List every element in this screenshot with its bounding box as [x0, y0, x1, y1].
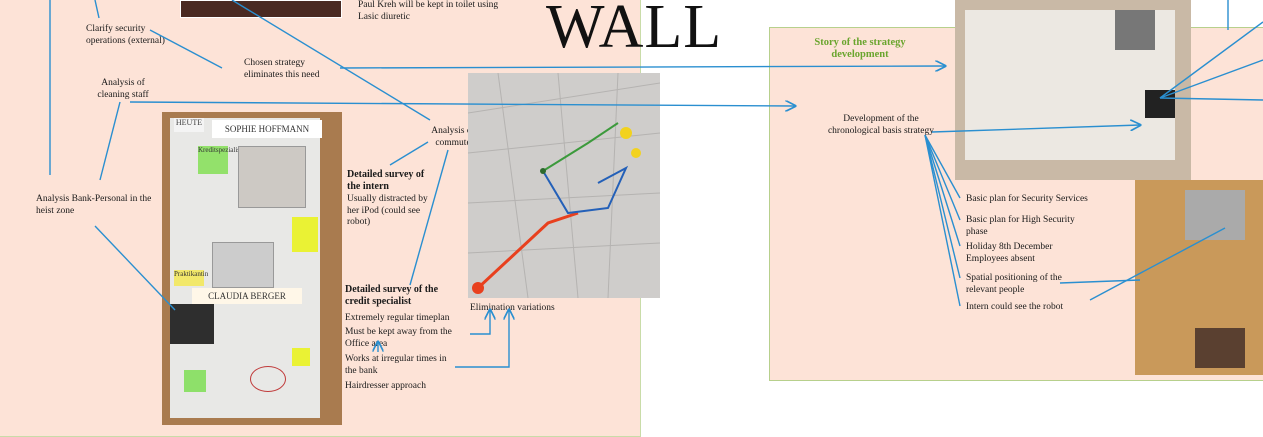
- photo-print: [1115, 10, 1155, 50]
- route-red: [476, 211, 579, 290]
- credit-title: Detailed survey of the credit specialist: [345, 284, 439, 307]
- sticky-note: [184, 370, 206, 392]
- connector: [470, 310, 490, 335]
- connector: [389, 141, 429, 166]
- connector: [339, 66, 945, 68]
- street: [557, 73, 579, 298]
- board-card: SOPHIE HOFFMANN: [212, 120, 322, 138]
- strategy-item: Basic plan for High Security phase: [966, 215, 1075, 237]
- credit-item: Hairdresser approach: [345, 381, 426, 391]
- corkboard-photo: [1135, 180, 1263, 375]
- dev-basis: Development of the chronological basis s…: [827, 114, 935, 136]
- connector: [94, 0, 100, 19]
- credit-item: Must be kept away from the Office area: [345, 327, 452, 349]
- note-chosen: Chosen strategy eliminates this need: [244, 58, 320, 80]
- note-bank: Analysis Bank-Personal in the heist zone: [36, 194, 152, 216]
- board-card: HEUTE: [174, 118, 204, 132]
- strategy-item: Spatial positioning of the relevant peop…: [966, 273, 1062, 295]
- route-blue: [542, 165, 629, 215]
- intern-title: Detailed survey of the intern: [347, 169, 425, 192]
- connector: [455, 310, 509, 368]
- note-commute: Analysis of commute: [431, 126, 475, 148]
- signature-stamp: [250, 366, 286, 392]
- pin: [540, 168, 546, 174]
- note-paul: Paul Kreh will be kept in toilet using L…: [358, 0, 499, 22]
- strategy-item: Basic plan for Security Services: [966, 194, 1088, 204]
- intern-body: Usually distracted by her iPod (could se…: [347, 194, 428, 227]
- connector: [931, 125, 1140, 133]
- credit-item: Extremely regular timeplan: [345, 313, 450, 323]
- map-drawing: [468, 73, 660, 298]
- photo-print: [1185, 190, 1245, 240]
- portrait-photo: [170, 304, 214, 344]
- board-card: Praktikantin: [174, 270, 208, 286]
- connector: [924, 134, 961, 307]
- pin: [620, 127, 632, 139]
- connector: [231, 0, 431, 121]
- map-photo: [468, 73, 660, 298]
- credit-item: Works at irregular times in the bank: [345, 354, 447, 376]
- strategy-item: Intern could see the robot: [966, 302, 1064, 312]
- board-card: CLAUDIA BERGER: [192, 288, 302, 304]
- board-card: Kreditspezialist: [198, 146, 242, 174]
- portrait-photo: [212, 242, 274, 288]
- connector: [924, 134, 961, 247]
- strategy-board-photo: [955, 0, 1191, 180]
- connector: [1159, 59, 1263, 99]
- connector: [409, 149, 449, 286]
- portrait-photo: [238, 146, 306, 208]
- story-title: Story of the strategy development: [814, 37, 906, 60]
- connector: [1089, 227, 1226, 301]
- street: [607, 73, 619, 298]
- street: [468, 242, 660, 254]
- street: [468, 192, 660, 204]
- connector: [1159, 21, 1263, 99]
- street: [497, 73, 529, 298]
- connector: [924, 134, 961, 279]
- photo-print: [1195, 328, 1245, 368]
- connector: [924, 134, 961, 221]
- street: [468, 82, 660, 114]
- note-clarify: Clarify security operations (external): [86, 24, 165, 46]
- strategy-item: Holiday 8th December Employees absent: [966, 242, 1053, 264]
- elimination-label: Elimination variations: [470, 303, 555, 313]
- pin: [472, 282, 484, 294]
- pinboard-photo: HEUTE SOPHIE HOFFMANN Kreditspezialist P…: [162, 112, 342, 425]
- note-cleaning: Analysis of cleaning staff: [97, 78, 149, 100]
- connector: [924, 134, 961, 199]
- route-green: [542, 122, 619, 172]
- pin: [631, 148, 641, 158]
- sticky-note: [292, 217, 318, 252]
- sticky-note: [292, 348, 310, 366]
- page-title: WALL: [546, 0, 723, 61]
- connector: [129, 102, 795, 106]
- connector: [94, 225, 176, 311]
- connector: [99, 101, 121, 181]
- connector: [1159, 97, 1263, 101]
- connector: [149, 29, 223, 69]
